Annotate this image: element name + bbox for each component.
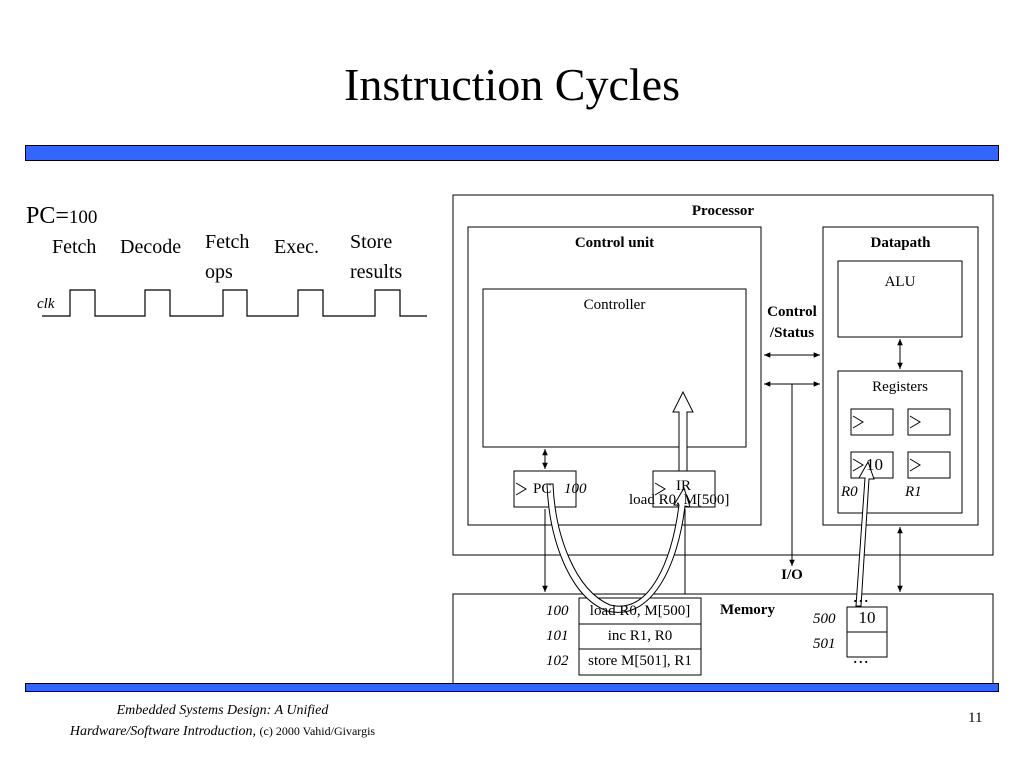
pc-register-box (513, 470, 577, 508)
ir-box-value: load R0, M[500] (629, 492, 730, 508)
control-unit-label: Control unit (574, 235, 655, 251)
slide-title: Instruction Cycles (344, 59, 680, 110)
memory-content-102: store M[501], R1 (588, 653, 692, 669)
title-divider-band (25, 145, 999, 161)
controller-label: Controller (583, 297, 646, 313)
register-r1-name: R1 (905, 484, 922, 500)
register-r0-value: 10 (866, 455, 883, 474)
pc-memory-ir-curved-arrow (546, 483, 691, 613)
memory-addr-501: 501 (813, 636, 836, 652)
footer-line-2: Hardware/Software Introduction, (c) 2000… (30, 724, 415, 739)
io-label: I/O (781, 567, 803, 583)
page-number: 11 (968, 710, 983, 726)
pc-value: 100 (68, 207, 98, 228)
ir-to-controller-hollow-arrow (672, 390, 694, 472)
stage-label-fetch: Fetch (52, 236, 97, 258)
register-cell-2 (907, 408, 951, 436)
memory-label: Memory (720, 602, 775, 618)
datapath-box (822, 226, 979, 526)
control-status-label: Control /Status (767, 304, 817, 341)
processor-label: Processor (691, 203, 755, 219)
pc-label-text: PC= (26, 203, 69, 229)
pc-box-value: 100 (564, 481, 587, 497)
pc-label: PC=100 (26, 203, 97, 229)
memory-instruction-table (578, 597, 702, 676)
memory-ellipsis-top: ... (853, 586, 870, 606)
register-cell-1 (850, 408, 894, 436)
processor-box (452, 194, 994, 556)
alu-label: ALU (884, 274, 916, 290)
register-cell-r1 (907, 451, 951, 479)
registers-label: Registers (872, 379, 928, 395)
memory-box (452, 593, 994, 687)
stage-label-decode: Decode (120, 236, 182, 258)
memory-ellipsis-bottom: ... (853, 647, 870, 667)
stage-label-exec: Exec. (274, 236, 319, 258)
clock-waveform (42, 289, 427, 317)
memory-addr-500: 500 (813, 611, 836, 627)
footer-divider-band (25, 683, 999, 692)
footer-copyright: (c) 2000 Vahid/Givargis (259, 724, 376, 738)
memory-content-101: inc R1, R0 (607, 628, 673, 644)
memory-value-500: 10 (858, 608, 876, 627)
ir-box-label: IR (676, 478, 691, 494)
control-unit-box (467, 226, 762, 526)
memory-addr-101: 101 (546, 628, 569, 644)
clk-label: clk (37, 296, 55, 312)
stage-label-fetch-ops: Fetch ops (205, 231, 250, 283)
datapath-label: Datapath (870, 235, 931, 251)
stage-label-store-results: Store results (350, 231, 403, 283)
pc-box-label: PC (533, 481, 552, 497)
memory-addr-102: 102 (546, 653, 569, 669)
footer-line-1: Embedded Systems Design: A Unified (116, 703, 329, 718)
alu-box (837, 260, 963, 338)
registers-box (837, 370, 963, 514)
memory-data-cells (846, 606, 888, 658)
footer-line-2-italic: Hardware/Software Introduction, (69, 724, 257, 739)
controller-box (482, 288, 747, 448)
memory-content-100: load R0, M[500] (589, 603, 691, 619)
memory-to-r0-hollow-arrow (855, 460, 875, 607)
memory-addr-100: 100 (546, 603, 569, 619)
register-r0-name: R0 (841, 484, 858, 500)
